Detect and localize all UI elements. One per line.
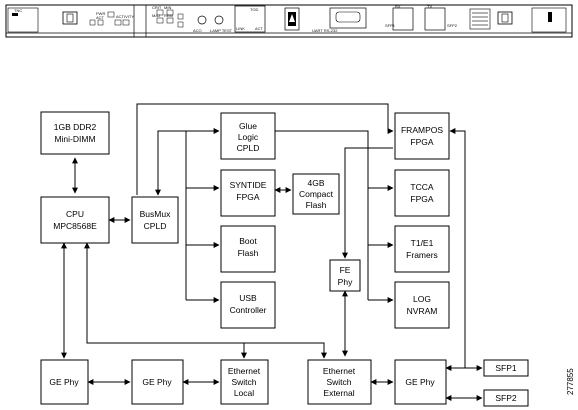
card-faceplate: TNC PWR ACT ACTIVITY CRIT	[5, 4, 573, 38]
block-sfp2: SFP2	[483, 389, 529, 407]
glue-line3: CPLD	[237, 143, 260, 153]
switch-local-line3: Local	[234, 388, 254, 398]
sfp1-port[interactable]: SFP1 RX	[385, 4, 414, 31]
block-usb: USB Controller	[220, 281, 276, 329]
uart-rs232-port[interactable]: UART RS-232	[312, 7, 367, 33]
framos-line2: FPGA	[410, 137, 433, 147]
tcca-line1: TCCA	[410, 182, 433, 192]
maj-label: MAJ	[152, 13, 160, 18]
block-ge-phy-2: GE Phy	[131, 359, 184, 405]
block-4gb-flash: 4GB Compact Flash	[292, 173, 340, 215]
usb-line2: Controller	[230, 305, 267, 315]
aco-label: ACO	[193, 28, 202, 33]
block-syntide: SYNTIDE FPGA	[220, 169, 276, 217]
crit-label: CRIT	[152, 5, 162, 10]
block-ge-phy-1: GE Phy	[40, 359, 89, 405]
syntide-line2: FPGA	[236, 192, 259, 202]
usb-line1: USB	[239, 293, 257, 303]
sfp1-port-label: SFP1	[385, 23, 396, 28]
block-t1e1: T1/E1 Framers	[394, 225, 450, 273]
tnc-label: TNC	[14, 8, 22, 13]
block-cpu: CPU MPC8568E	[40, 196, 110, 244]
switch-external-line3: External	[323, 388, 354, 398]
block-ddr: 1GB DDR2 Mini-DIMM	[40, 111, 110, 155]
bootflash-line2: Flash	[238, 248, 259, 258]
sfp1-label: SFP1	[495, 363, 517, 373]
act-label: ACT	[96, 15, 105, 20]
tcca-line2: FPGA	[410, 194, 433, 204]
fephy-line2: Phy	[338, 277, 353, 287]
glue-line2: Logic	[238, 132, 259, 142]
link-label: LINK	[236, 26, 245, 31]
port-act-label: ACT	[255, 26, 264, 31]
regulatory-label	[469, 8, 491, 30]
flash4gb-line2: Compact	[299, 189, 334, 199]
sfp2-label: SFP2	[495, 393, 517, 403]
switch-local-line1: Ethernet	[228, 366, 261, 376]
syntide-line1: SYNTIDE	[230, 180, 267, 190]
cpu-line2: MPC8568E	[53, 221, 97, 231]
min-label: MIN	[164, 5, 171, 10]
cpu-line1: CPU	[66, 209, 84, 219]
gephy1-label: GE Phy	[49, 377, 79, 387]
lamp-test-button[interactable]: LAMP TEST	[210, 15, 233, 33]
t1e1-line2: Framers	[406, 250, 438, 260]
block-busmux: BusMux CPLD	[131, 196, 179, 244]
block-sfp1: SFP1	[483, 359, 529, 377]
bootflash-line1: Boot	[239, 236, 257, 246]
aco-button[interactable]: ACO	[193, 15, 207, 33]
block-fe-phy: FE Phy	[329, 259, 361, 292]
switch-external-line1: Ethernet	[323, 366, 356, 376]
sfp2-tx-label: TX	[427, 4, 432, 9]
right-ejector-latch[interactable]	[531, 7, 567, 33]
sfp1-rx-label: RX	[395, 4, 401, 9]
block-switch-external: Ethernet Switch External	[307, 359, 372, 405]
alarm-led-group: CRIT MAJ MIN REM	[152, 5, 184, 28]
block-boot-flash: Boot Flash	[220, 225, 276, 273]
block-framos: FRAMPOS FPGA	[394, 112, 450, 160]
busmux-line1: BusMux	[140, 209, 171, 219]
block-log: LOG NVRAM	[394, 281, 450, 329]
ddr-line1: 1GB DDR2	[54, 122, 97, 132]
lamp-test-label: LAMP TEST	[210, 28, 233, 33]
log-line1: LOG	[413, 294, 431, 304]
figure-id: 277855	[566, 368, 575, 395]
block-ge-phy-3: GE Phy	[394, 359, 447, 405]
glue-line1: Glue	[239, 121, 257, 131]
fephy-line1: FE	[340, 265, 351, 275]
connectors	[61, 103, 483, 401]
status-led-group: PWR ACT ACTIVITY	[89, 11, 134, 26]
rem-label: REM	[164, 13, 173, 18]
block-tcca: TCCA FPGA	[394, 169, 450, 217]
activity-label: ACTIVITY	[116, 14, 134, 19]
switch-external-line2: Switch	[326, 377, 351, 387]
sfp2-port-label: SFP2	[447, 23, 458, 28]
gephy2-label: GE Phy	[142, 377, 172, 387]
framos-line1: FRAMPOS	[401, 125, 443, 135]
pwr-label: PWR	[96, 11, 105, 16]
log-line2: NVRAM	[407, 306, 438, 316]
busmux-line2: CPLD	[144, 221, 167, 231]
block-glue: Glue Logic CPLD	[220, 112, 276, 160]
left-ejector-latch[interactable]: TNC	[7, 7, 39, 33]
block-switch-local: Ethernet Switch Local	[220, 359, 269, 405]
tod-pps-port[interactable]: TOD LINK ACT	[234, 5, 266, 33]
t1e1-line1: T1/E1	[411, 238, 434, 248]
uart-label: UART RS-232	[312, 28, 338, 33]
flash4gb-line3: Flash	[306, 200, 327, 210]
sfp2-port[interactable]: SFP2 TX	[424, 4, 458, 31]
right-ejector-icon	[497, 11, 513, 25]
ddr-line2: Mini-DIMM	[54, 134, 95, 144]
switch-local-line2: Switch	[231, 377, 256, 387]
gephy3-label: GE Phy	[405, 377, 435, 387]
left-ejector-icon	[62, 11, 78, 25]
usb-port[interactable]	[284, 7, 300, 31]
flash4gb-line1: 4GB	[307, 178, 324, 188]
tod-label: TOD	[250, 7, 258, 12]
